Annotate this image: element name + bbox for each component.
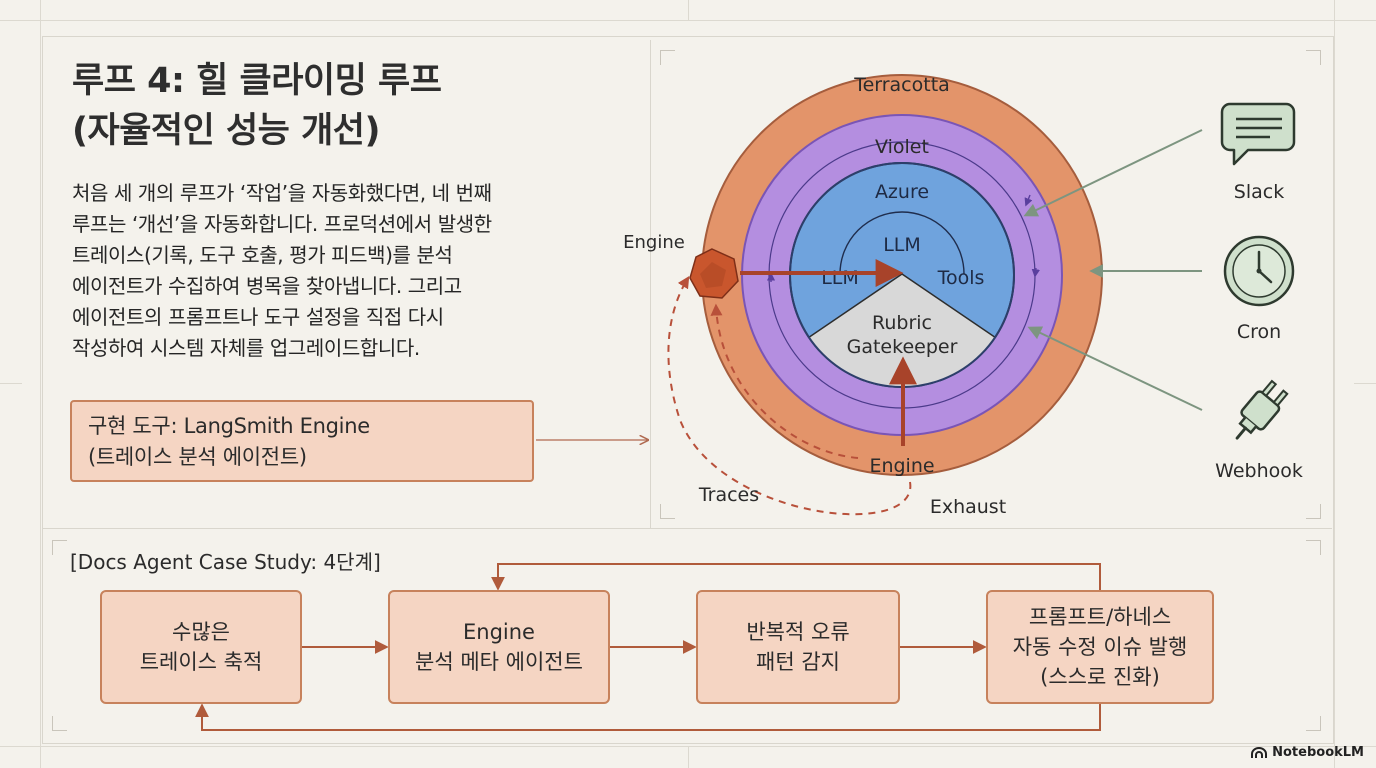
corner-mark — [660, 50, 675, 65]
guide-line — [688, 0, 689, 20]
corner-mark — [660, 504, 675, 519]
ring-label-violet: Violet — [875, 136, 929, 158]
core-label-tools: Tools — [937, 267, 985, 289]
notebooklm-watermark: NotebookLM — [1251, 745, 1364, 760]
corner-mark — [1306, 504, 1321, 519]
step-line: 패턴 감지 — [756, 650, 840, 674]
corner-mark — [1306, 50, 1321, 65]
webhook-trigger-arrow — [1027, 326, 1203, 411]
description-line: 루프는 ‘개선’을 자동화합니다. 프로덕션에서 발생한 — [72, 212, 492, 236]
guide-line — [0, 383, 22, 384]
ring-label-terracotta: Terracotta — [853, 74, 950, 96]
step-line: 분석 메타 에이전트 — [415, 650, 583, 674]
guide-line — [1354, 383, 1376, 384]
corner-mark — [52, 540, 67, 555]
engine-label-left: Engine — [623, 232, 685, 253]
guide-line — [40, 0, 41, 768]
gatekeeper-label-1: Rubric — [872, 312, 932, 334]
title-line-1: 루프 4: 힐 클라이밍 루프 — [72, 61, 442, 101]
description: 처음 세 개의 루프가 ‘작업’을 자동화했다면, 네 번째 루프는 ‘개선’을… — [72, 178, 592, 364]
chat-bubble-icon — [1220, 102, 1296, 166]
exhaust-label: Exhaust — [930, 496, 1006, 518]
step-line: 자동 수정 이슈 발행 — [1012, 635, 1188, 659]
title-line-2: (자율적인 성능 개선) — [72, 111, 380, 151]
traces-loop — [710, 303, 859, 459]
step-line: 반복적 오류 — [746, 620, 850, 644]
notebooklm-logo-icon — [1251, 746, 1268, 758]
tool-line-2: (트레이스 분석 에이전트) — [88, 445, 307, 469]
case-step-2: Engine 분석 메타 에이전트 — [388, 590, 610, 704]
description-line: 처음 세 개의 루프가 ‘작업’을 자동화했다면, 네 번째 — [72, 181, 492, 205]
clock-icon — [1223, 235, 1295, 307]
description-line: 에이전트가 수집하여 병목을 찾아냅니다. 그리고 — [72, 274, 462, 298]
description-line: 에이전트의 프롬프트나 도구 설정을 직접 다시 — [72, 305, 444, 329]
exhaust-loop — [667, 275, 912, 516]
trigger-label-webhook: Webhook — [1215, 460, 1303, 482]
outer-frame — [42, 36, 1334, 744]
corner-mark — [1306, 716, 1321, 731]
trigger-label-cron: Cron — [1237, 321, 1281, 343]
step-line: 프롬프트/하네스 — [1028, 605, 1172, 629]
case-step-1: 수많은 트레이스 축적 — [100, 590, 302, 704]
plug-icon — [1235, 379, 1289, 440]
guide-line — [688, 746, 689, 768]
step-line: Engine — [463, 620, 535, 644]
case-step-3: 반복적 오류 패턴 감지 — [696, 590, 900, 704]
tool-line-1: 구현 도구: LangSmith Engine — [88, 414, 370, 438]
step-line: 트레이스 축적 — [139, 650, 263, 674]
ring-label-azure: Azure — [875, 181, 929, 203]
core-arc — [839, 211, 965, 275]
implementation-tool-box: 구현 도구: LangSmith Engine (트레이스 분석 에이전트) — [70, 400, 534, 482]
traces-label: Traces — [698, 484, 759, 506]
violet-flow-arrow — [1031, 267, 1041, 278]
violet-flow-arrow — [1024, 194, 1033, 207]
guide-line — [0, 20, 1376, 21]
guide-line — [1334, 0, 1335, 768]
case-study-title: [Docs Agent Case Study: 4단계] — [70, 550, 381, 574]
brand-label: NotebookLM — [1272, 745, 1364, 760]
corner-mark — [52, 716, 67, 731]
diagram-frame — [650, 40, 1335, 528]
step-line: (스스로 진화) — [1040, 665, 1160, 689]
case-step-4: 프롬프트/하네스 자동 수정 이슈 발행 (스스로 진화) — [986, 590, 1214, 704]
description-line: 작성하여 시스템 자체를 업그레이드합니다. — [72, 336, 420, 360]
gatekeeper-label-2: Gatekeeper — [847, 336, 958, 358]
core-label-llm-top: LLM — [883, 234, 921, 256]
step-line: 수많은 — [172, 620, 230, 644]
trigger-label-slack: Slack — [1234, 181, 1284, 203]
page-title: 루프 4: 힐 클라이밍 루프 (자율적인 성능 개선) — [72, 56, 442, 156]
case-study-frame — [42, 528, 1332, 529]
description-line: 트레이스(기록, 도구 호출, 평가 피드백)를 분석 — [72, 243, 453, 267]
rubric-gatekeeper — [801, 273, 1003, 387]
feedback-arrow-top — [491, 563, 1101, 591]
engine-label-bottom: Engine — [869, 455, 934, 477]
corner-mark — [1306, 540, 1321, 555]
engine-hexagon-facet — [700, 262, 726, 288]
slack-trigger-arrow — [1023, 129, 1203, 217]
feedback-arrow-bottom — [195, 703, 1101, 731]
